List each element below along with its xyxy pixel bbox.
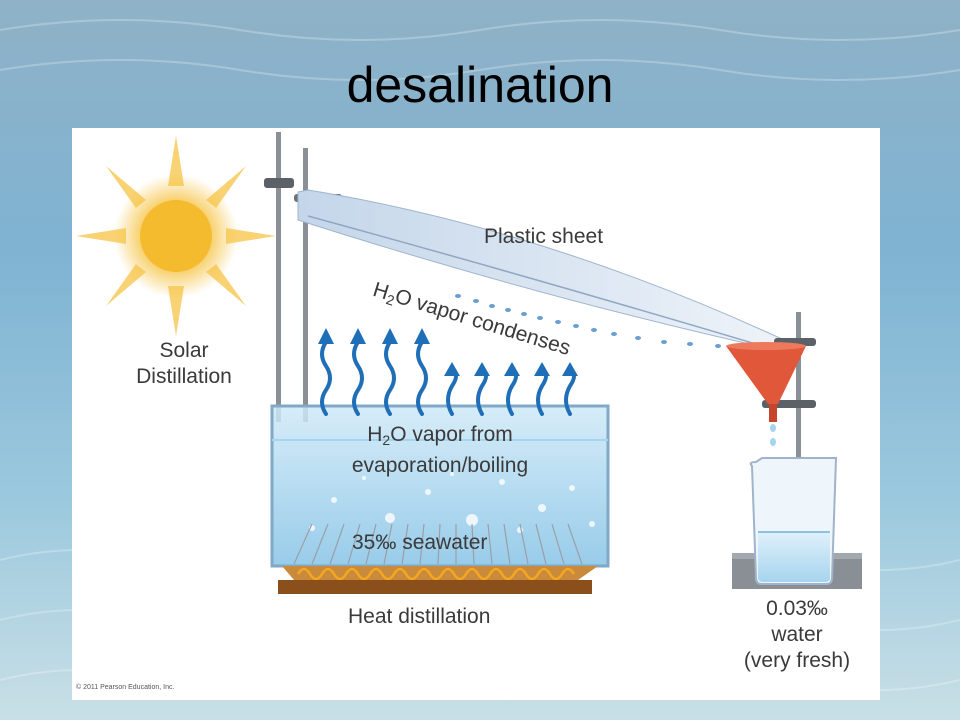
slide-title: desalination [346,57,614,113]
fresh-label-line2: water [771,623,823,646]
diagram-drawing [76,132,862,594]
seawater-tank [270,404,610,568]
fresh-water-label: 0.03‰ water (very fresh) [722,596,872,674]
solar-label-line2: Distillation [136,365,232,388]
heat-distillation-label: Heat distillation [348,605,491,628]
funnel-icon [726,342,806,422]
plastic-sheet-label: Plastic sheet [484,225,604,248]
solar-distillation-label: Solar Distillation [124,338,244,390]
fresh-label-line1: 0.03‰ [766,597,828,620]
seawater-label: 35‰ seawater [352,531,488,554]
fresh-label-line3: (very fresh) [743,649,851,672]
heater-plate [278,566,598,594]
vapor-from-evaporation-label: H2O vapor from evaporation/boiling [308,422,572,479]
solar-label-line1: Solar [159,339,209,362]
beaker-icon [749,457,838,585]
plastic-sheet [297,189,785,351]
vapor-label-line2: evaporation/boiling [351,454,529,477]
diagram-panel: Solar Distillation Plastic sheet H2O vap… [72,128,880,700]
sun-icon [76,136,276,336]
copyright-notice: © 2011 Pearson Education, Inc. [76,684,175,691]
